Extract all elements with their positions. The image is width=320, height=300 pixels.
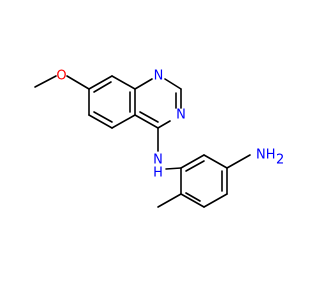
oxygen-atom-label: O — [56, 69, 66, 84]
bond-c1prime-c6prime-double — [185, 160, 205, 172]
bond-c8a-c8 — [111, 75, 136, 90]
bond-c3prime-c2prime — [180, 193, 205, 208]
bond-o-c7 — [66, 75, 90, 90]
bonds — [34, 75, 251, 208]
bond-c5-c4a — [111, 114, 136, 129]
bond-c8a-n1 — [134, 78, 153, 90]
bond-nh-c1prime — [165, 167, 182, 170]
bond-c8-c7-double — [93, 81, 112, 93]
bond-c2prime-methyl — [157, 193, 182, 208]
bond-n1-c2 — [164, 78, 182, 90]
amino-group-label: NH — [256, 148, 276, 163]
nitrogen-n3-label: N — [176, 108, 186, 123]
bond-c6-c5-double — [93, 111, 113, 123]
bond-c6prime-c5prime — [203, 154, 228, 169]
amine-linker-h-label: H — [153, 166, 163, 181]
bond-c3prime-c2prime-double — [185, 192, 201, 202]
bond-n3-c4 — [157, 120, 171, 129]
nitrogen-n1-label: N — [154, 69, 164, 84]
molecule-structure: O N N N H NH 2 — [0, 0, 300, 300]
bond-c4prime-c3prime — [203, 193, 228, 208]
bond-c1prime-c6prime — [180, 154, 205, 169]
amino-group-subscript: 2 — [276, 153, 284, 168]
atom-labels: O N N N H NH 2 — [56, 69, 284, 181]
bond-c8-c7 — [88, 75, 113, 90]
bond-c6-c5 — [88, 114, 113, 129]
bond-methyl-o — [34, 75, 57, 88]
bond-c5prime-nh2 — [226, 154, 251, 169]
bond-c4-c4a-double — [139, 111, 159, 123]
canvas-background — [0, 0, 300, 300]
amine-linker-n-label: N — [153, 153, 163, 168]
bond-c4-c4a — [134, 114, 159, 129]
